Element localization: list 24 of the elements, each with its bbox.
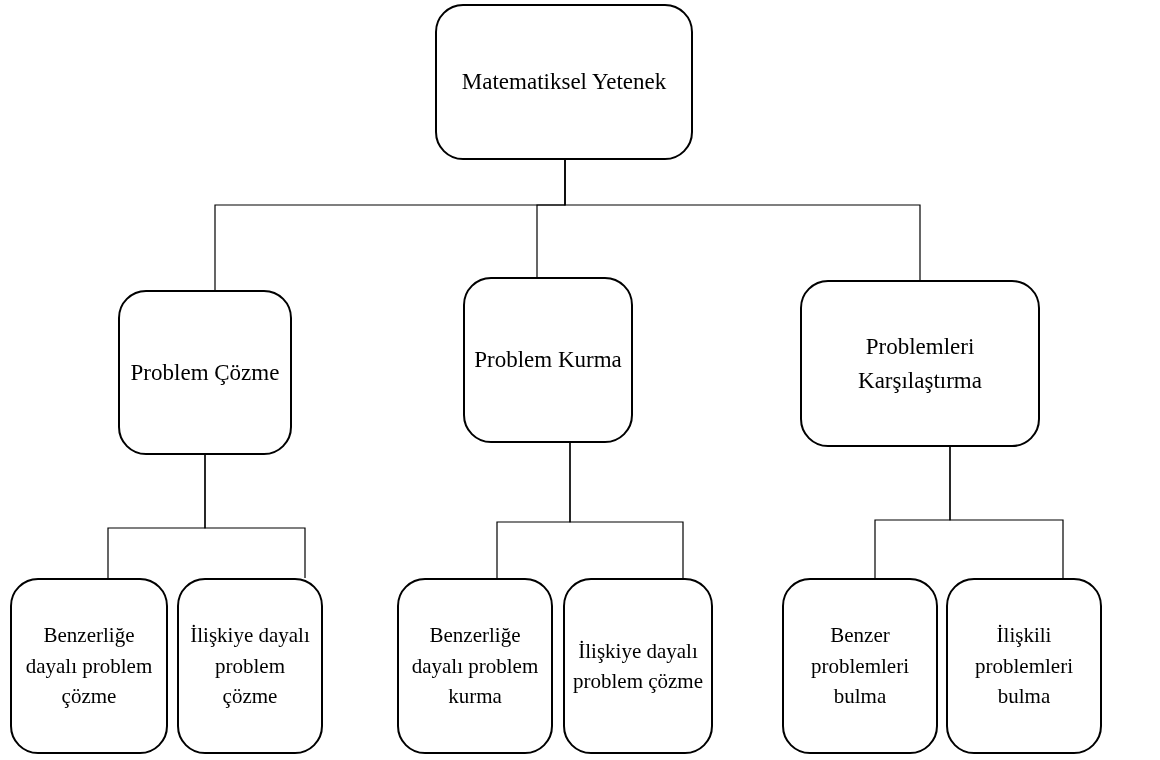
node-label: İlişkiye dayalı problem çözme <box>572 637 704 695</box>
rounded-box <box>782 578 938 754</box>
rounded-box <box>397 578 553 754</box>
rounded-box <box>800 280 1040 447</box>
node-label: Problemleri Karşılaştırma <box>857 333 983 395</box>
rounded-box <box>563 578 713 754</box>
rounded-box <box>10 578 168 754</box>
node-label: Problem Çözme <box>130 358 280 387</box>
connector-line <box>949 446 1064 579</box>
node-label: Problem Kurma <box>474 346 622 375</box>
rounded-box <box>435 4 693 160</box>
rounded-box <box>946 578 1102 754</box>
node-label: Matematiksel Yetenek <box>461 68 667 97</box>
node-label: Benzer problemleri bulma <box>810 622 910 711</box>
connector-line <box>204 454 306 579</box>
rounded-box <box>118 290 292 455</box>
rounded-box <box>463 277 633 443</box>
node-label: Benzerliğe dayalı problem kurma <box>410 622 540 711</box>
rounded-box <box>177 578 323 754</box>
node-label: İlişkiye dayalı problem çözme <box>189 622 311 711</box>
node-label: Benzerliğe dayalı problem çözme <box>24 622 154 711</box>
node-label: İlişkili problemleri bulma <box>974 622 1074 711</box>
connector-line <box>569 442 684 579</box>
connector-line <box>564 159 921 281</box>
